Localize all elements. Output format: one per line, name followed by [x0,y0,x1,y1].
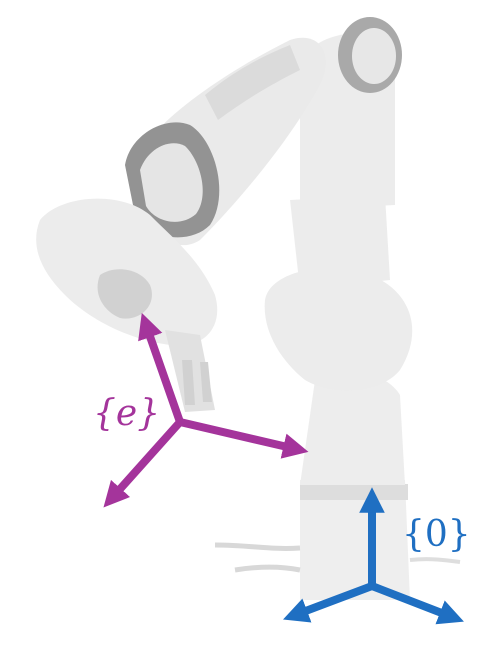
e-frame-label: {e} [93,393,160,434]
base-frame-label: {0} [402,514,471,555]
robot-shoulder-cap-inner [352,28,396,84]
robot-cable [235,567,300,570]
robot-base-ring [300,484,408,500]
